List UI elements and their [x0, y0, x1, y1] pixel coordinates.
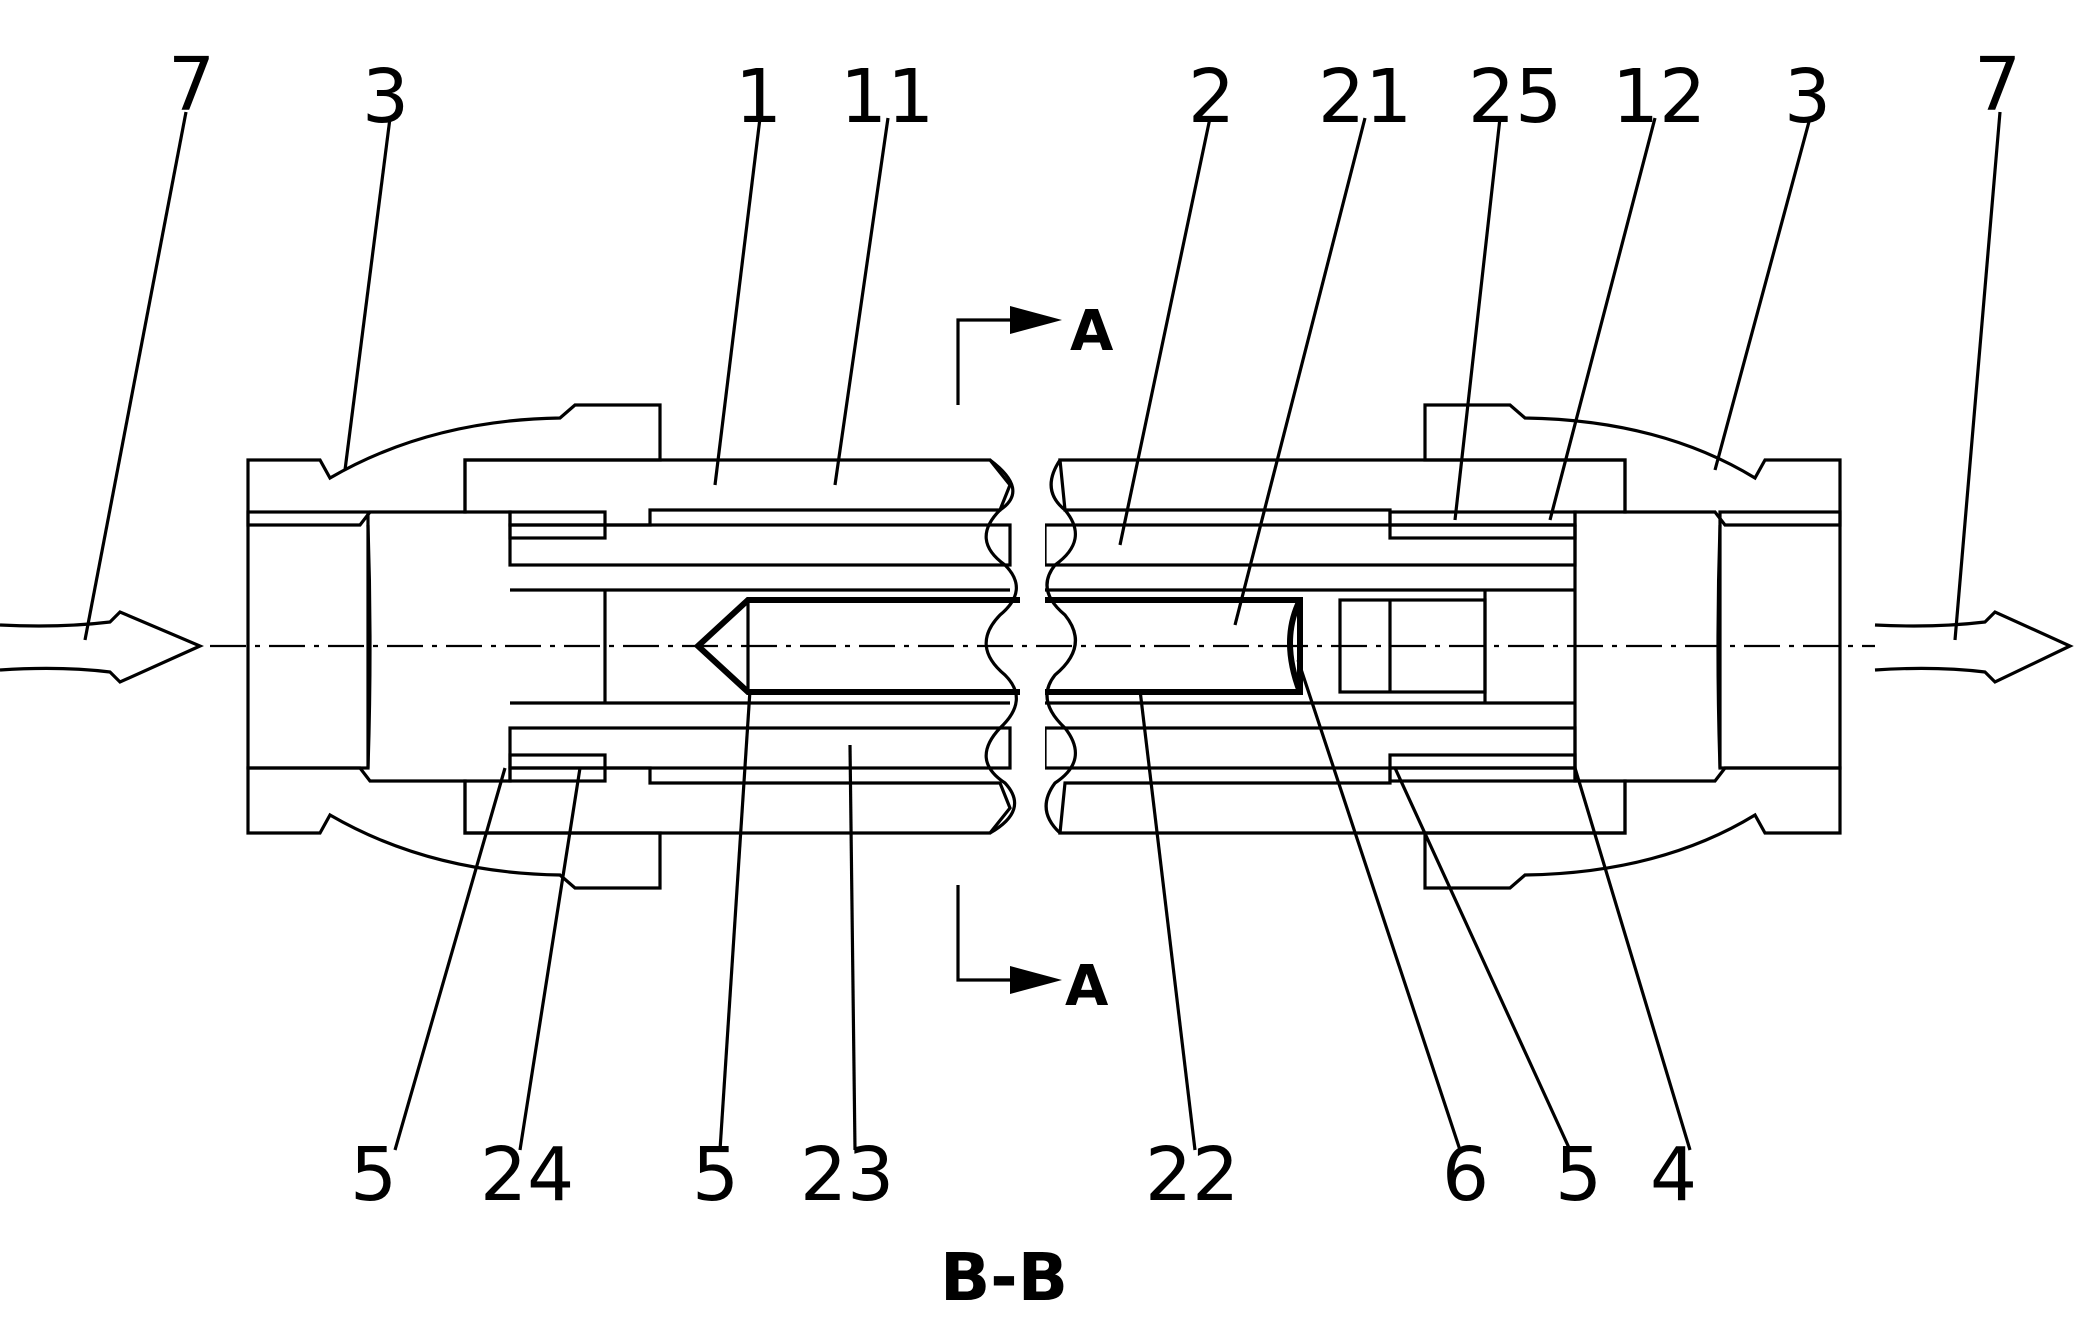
right-tube-bottom-wall	[1058, 766, 1627, 835]
label-bottom-5-a: 5	[350, 1132, 397, 1218]
label-top-7-left: 7	[168, 42, 215, 128]
label-bottom-22: 22	[1145, 1132, 1239, 1218]
left-nut-bottom	[246, 766, 662, 890]
leader-lines-top	[83, 111, 2002, 641]
label-bottom-23: 23	[800, 1132, 894, 1218]
section-mark-bottom	[956, 885, 1040, 982]
filter-end-seal	[1287, 598, 1303, 694]
left-assembly	[246, 403, 1020, 890]
left-sleeve-top	[508, 523, 1012, 567]
right-nut-top	[1423, 403, 1842, 527]
right-nut-bottom	[1423, 766, 1842, 890]
break-line-right	[1044, 459, 1077, 835]
left-nut-top	[246, 403, 662, 527]
label-top-3-right: 3	[1784, 54, 1831, 140]
label-top-12: 12	[1612, 54, 1706, 140]
left-sleeve-bottom	[508, 726, 1012, 770]
left-tube-top-wall	[463, 458, 1012, 527]
left-nut-taper	[366, 524, 372, 769]
label-bottom-5-c: 5	[1555, 1132, 1602, 1218]
section-arrow-top	[1010, 306, 1062, 334]
label-top-21: 21	[1318, 54, 1412, 140]
left-nut-bore	[246, 510, 370, 770]
section-arrow-bottom	[1010, 966, 1062, 994]
label-top-7-right: 7	[1974, 42, 2021, 128]
label-bottom-5-b: 5	[692, 1132, 739, 1218]
label-top-2: 2	[1188, 54, 1235, 140]
label-top-11: 11	[840, 54, 934, 140]
right-nut-bore	[1718, 510, 1842, 770]
left-seal-top	[508, 510, 607, 540]
label-bottom-6: 6	[1442, 1132, 1489, 1218]
left-seal-bottom	[508, 753, 607, 783]
outlet-flow-arrow	[1874, 610, 2074, 684]
label-top-25: 25	[1468, 54, 1562, 140]
section-title: B-B	[940, 1239, 1068, 1316]
leader-lines-bottom	[393, 659, 1692, 1151]
label-top-3-left: 3	[362, 54, 409, 140]
section-mark-top	[956, 318, 1040, 405]
section-letter-bottom: A	[1065, 954, 1109, 1019]
left-tube-bottom-wall	[463, 766, 1012, 835]
inlet-flow-arrow	[0, 610, 204, 684]
label-top-1: 1	[735, 54, 782, 140]
label-bottom-24: 24	[480, 1132, 574, 1218]
label-bottom-4: 4	[1650, 1132, 1697, 1218]
right-sleeve-bottom	[1045, 726, 1577, 770]
right-tube-top-wall	[1058, 458, 1627, 527]
section-letter-top: A	[1070, 299, 1114, 364]
